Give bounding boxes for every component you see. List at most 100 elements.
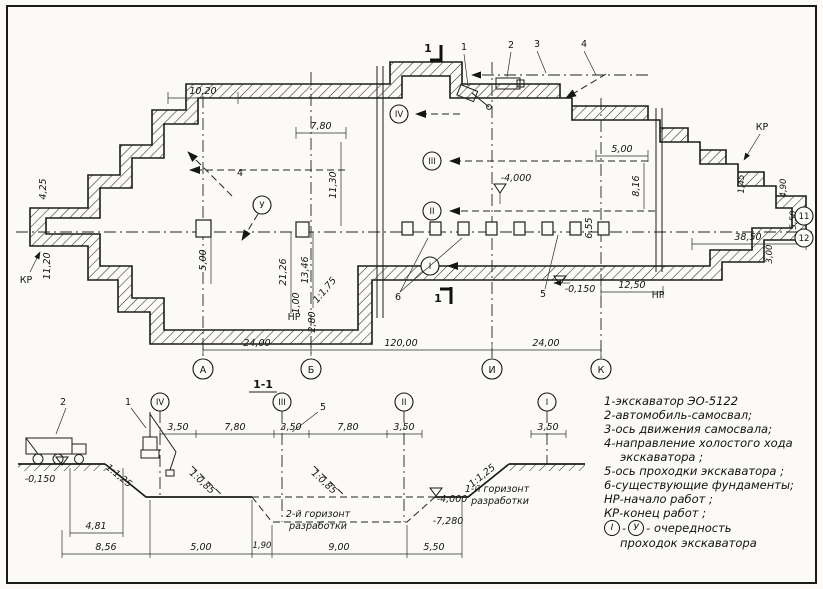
dim-12-50: 12,50 [618, 280, 645, 291]
dim-5-00-right: 5,00 [611, 144, 632, 155]
legend-item-foundations: 6-существующие фундаменты; [604, 478, 794, 493]
slope-mid-a: 1:0,85 [187, 468, 217, 497]
callout-foundations: 6 [395, 292, 401, 303]
dim-3-00: 3,00 [765, 245, 775, 264]
axis-I-marker: И [488, 365, 495, 376]
nr-label-right: НР [652, 290, 665, 301]
section-view: 1-1 IV III II I 5 [18, 378, 585, 558]
legend-item-truck: 2-автомобиль-самосвал; [604, 408, 753, 423]
section-pass-IV-badge: IV [156, 398, 165, 408]
callout-truck-axis: 3 [534, 39, 540, 50]
dim-120-00: 120,00 [384, 338, 417, 349]
dim-4-81: 4,81 [85, 521, 106, 532]
dim-2-80: 2,80 [307, 311, 318, 332]
legend-seq-dash: - [622, 521, 627, 536]
axis-grid [16, 62, 812, 358]
callout-excavator: 1 [461, 42, 467, 53]
dim-6-55: 6,55 [584, 217, 595, 238]
excavator-pass-lines: IV III II I У [189, 104, 655, 276]
dim-top-5: 3,50 [537, 422, 558, 433]
dump-truck-symbol-section [25, 437, 87, 465]
dim-top-3: 7,80 [337, 422, 358, 433]
dim-4-90: 4,90 [779, 179, 789, 198]
nr-label-left: НР [288, 312, 301, 323]
legend-item-idle-direction: 4-направление холостого хода [604, 436, 793, 451]
dim-1-90: 1,90 [253, 541, 272, 551]
plan-callouts: 1 2 3 4 4 6 5 1 1 [20, 39, 769, 323]
axis-markers: А Б И К 11 12 [192, 206, 814, 380]
horizon2-elev: -7,280 [433, 516, 464, 527]
dump-truck-symbol-plan [495, 77, 525, 90]
axis-B-marker: Б [308, 365, 315, 376]
horizon2-title: 2-й горизонт [286, 509, 351, 520]
kr-label-left: КР [20, 275, 33, 286]
legend-item-kr: КР-конец работ ; [604, 506, 707, 521]
dim-4-25: 4,25 [38, 178, 49, 199]
dim-5-50-section: 5,50 [423, 542, 444, 553]
legend-pass-first-badge: I [604, 520, 620, 537]
dim-5-00-section: 5,00 [190, 542, 211, 553]
callout-pass-axis: 5 [540, 289, 546, 300]
slope-left: 1:1,25 [103, 462, 134, 490]
dim-7-80: 7,80 [310, 121, 331, 132]
section-machines: 2 1 [25, 397, 177, 477]
dim-10-20: 10,20 [189, 86, 216, 97]
existing-foundations [195, 219, 610, 238]
section-callout-excavator: 1 [125, 397, 131, 408]
legend-item-excavator: 1-экскаватор ЭО-5122 [604, 394, 739, 408]
section-pass-axes: IV III II I 5 [150, 392, 557, 522]
section-callout-truck: 2 [60, 397, 66, 408]
axis-11-marker: 11 [799, 212, 810, 222]
section-title: 1-1 [253, 378, 273, 391]
dim-8-16: 8,16 [631, 175, 642, 196]
svg-text:1: 1 [434, 292, 442, 305]
pass-III-badge: III [428, 157, 436, 167]
elev-minus-4000: -4,000 [501, 173, 532, 184]
ground-and-pit-profile [18, 463, 585, 523]
plan-view: IV III II I У [16, 39, 814, 380]
dim-11-30: 11,30 [328, 171, 339, 198]
plan-machines [456, 71, 648, 110]
dim-13-46: 13,46 [300, 256, 311, 283]
pass-V-badge: У [259, 201, 265, 211]
legend-item-sequence-cont: проходок экскаватора [620, 536, 757, 551]
dim-1-00: 1,00 [291, 292, 302, 313]
dim-8-56: 8,56 [95, 542, 116, 553]
legend-item-nr: НР-начало работ ; [604, 492, 713, 507]
horizon1-title: 1-й горизонт [465, 484, 530, 495]
legend-seq-text: - очередность [646, 521, 732, 536]
dim-top-1: 7,80 [224, 422, 245, 433]
legend: 1-экскаватор ЭО-5122 2-автомобиль-самосв… [604, 394, 818, 550]
pass-IV-badge: IV [395, 110, 404, 120]
section-cut-mark-top: 1 [424, 42, 443, 62]
section-callout-pass-axis: 5 [320, 402, 326, 413]
section-pass-I-badge: I [546, 398, 549, 408]
excavation-slope-band [29, 61, 807, 345]
legend-item-idle-direction-cont: экскаватора ; [620, 450, 704, 465]
axis-12-marker: 12 [799, 234, 810, 244]
section-pass-II-badge: II [401, 398, 406, 408]
dim-top-4: 3,50 [393, 422, 414, 433]
pass-I-badge: I [429, 262, 432, 272]
elev-minus-0150-plan: -0,150 [565, 284, 596, 295]
legend-item-truck-axis: 3-ось движения самосвала; [604, 422, 772, 437]
horizon2-sub: разработки [288, 521, 347, 532]
dim-1-45: 1,45 [737, 175, 747, 194]
elev-minus-0150-section: -0,150 [25, 474, 56, 485]
horizon1-elev: -4,000 [437, 494, 468, 505]
excavator-symbol-section [140, 412, 177, 477]
horizon1-sub: разработки [470, 496, 529, 507]
legend-item-pass-axis: 5-ось проходки экскаватора ; [604, 464, 784, 479]
section-cut-mark-bottom: 1 [434, 287, 453, 305]
dim-24-00-right: 24,00 [532, 338, 559, 349]
callout-truck: 2 [508, 40, 514, 51]
kr-label-right: КР [756, 122, 769, 133]
dim-5-50: 5,50 [789, 211, 799, 230]
axis-K-marker: К [598, 365, 605, 376]
dim-5-00-left: 5,00 [198, 249, 209, 270]
section-dimensions: 3,50 7,80 3,50 7,80 3,50 3,50 -0,150 1:1… [25, 422, 567, 558]
axis-A-marker: А [200, 365, 207, 376]
svg-text:1: 1 [424, 42, 432, 55]
